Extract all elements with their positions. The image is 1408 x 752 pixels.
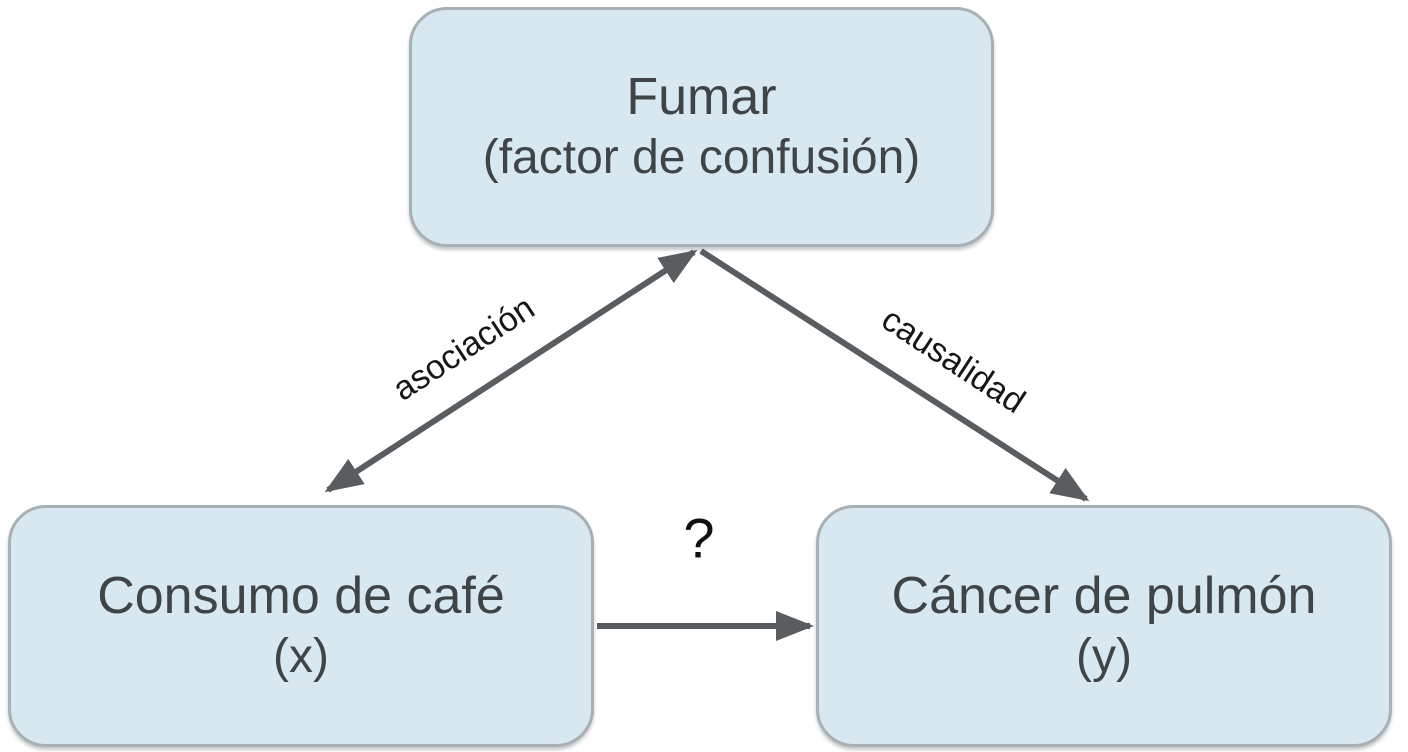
node-y: Cáncer de pulmón (y) [816,505,1392,747]
node-confounder-title: Fumar [626,67,777,126]
node-x-title: Consumo de café [97,566,505,625]
association-arrow [324,249,698,493]
node-x: Consumo de café (x) [8,505,594,747]
question-edge-label: ? [683,506,715,570]
node-y-title: Cáncer de pulmón [891,566,1317,625]
causality-edge-label: causalidad [874,300,1032,421]
node-confounder-subtitle: (factor de confusión) [482,131,921,185]
causality-arrow [699,248,1090,502]
node-y-subtitle: (y) [1076,630,1132,684]
association-edge-label: asociación [386,288,542,409]
node-confounder: Fumar (factor de confusión) [409,7,994,247]
node-x-subtitle: (x) [273,630,329,684]
